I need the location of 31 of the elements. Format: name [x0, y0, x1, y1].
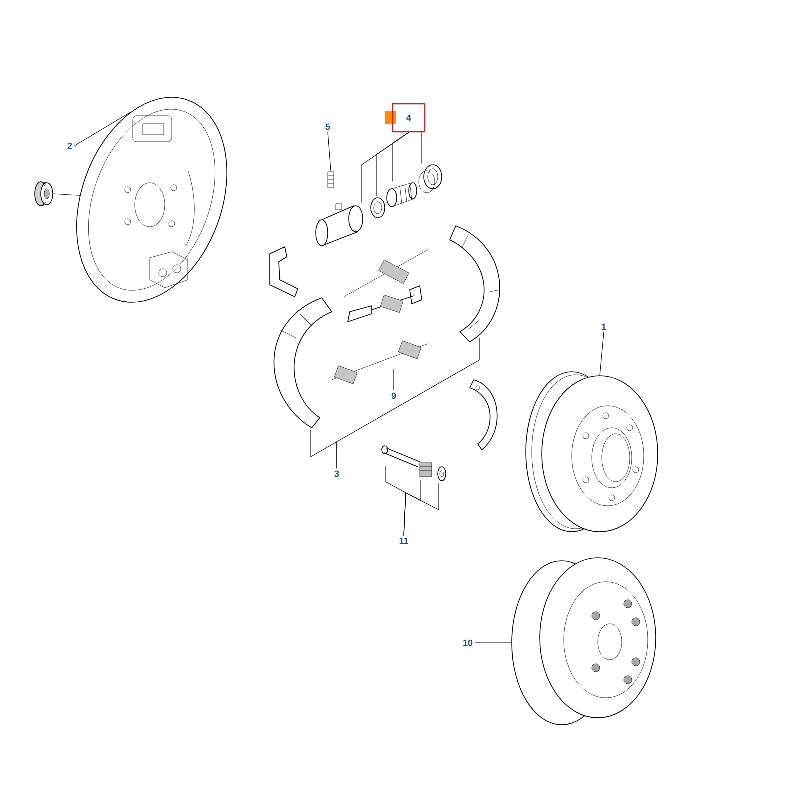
brake-shoe-drawing	[450, 226, 500, 342]
brake-shoe-drawing	[274, 298, 332, 428]
callout-number: 2	[68, 142, 72, 150]
callout-number: 10	[464, 640, 473, 646]
wheel-cylinder-drawing	[316, 204, 364, 246]
callout-number: 9	[392, 392, 396, 400]
leader-line	[328, 132, 332, 172]
leader-line	[74, 112, 132, 146]
spring-drawing	[332, 340, 428, 384]
backing-plate-drawing	[76, 97, 228, 303]
callout-number: 1	[602, 324, 606, 330]
seal-drawing	[370, 198, 386, 218]
leader-line	[336, 338, 480, 469]
callout-box: 4	[392, 103, 426, 133]
callout-number: 5	[326, 124, 330, 130]
dust-boot-drawing	[418, 164, 442, 194]
pin-drawing	[382, 446, 420, 468]
washer-drawing	[438, 466, 446, 482]
callout-number: 3	[334, 470, 340, 478]
leader-line	[404, 482, 440, 536]
leader-line	[474, 642, 512, 644]
grommet-drawing	[34, 182, 54, 206]
bleed-screw-drawing	[328, 172, 334, 188]
leader-line	[392, 132, 410, 182]
leader-line	[52, 194, 80, 196]
spring-cup-drawing	[420, 462, 432, 478]
brake-drum-drawing	[526, 372, 658, 532]
brake-drum-drawing	[512, 558, 656, 726]
piston-spring-drawing	[386, 182, 418, 208]
callout-number: 11	[400, 538, 408, 544]
leader-line	[600, 332, 604, 376]
